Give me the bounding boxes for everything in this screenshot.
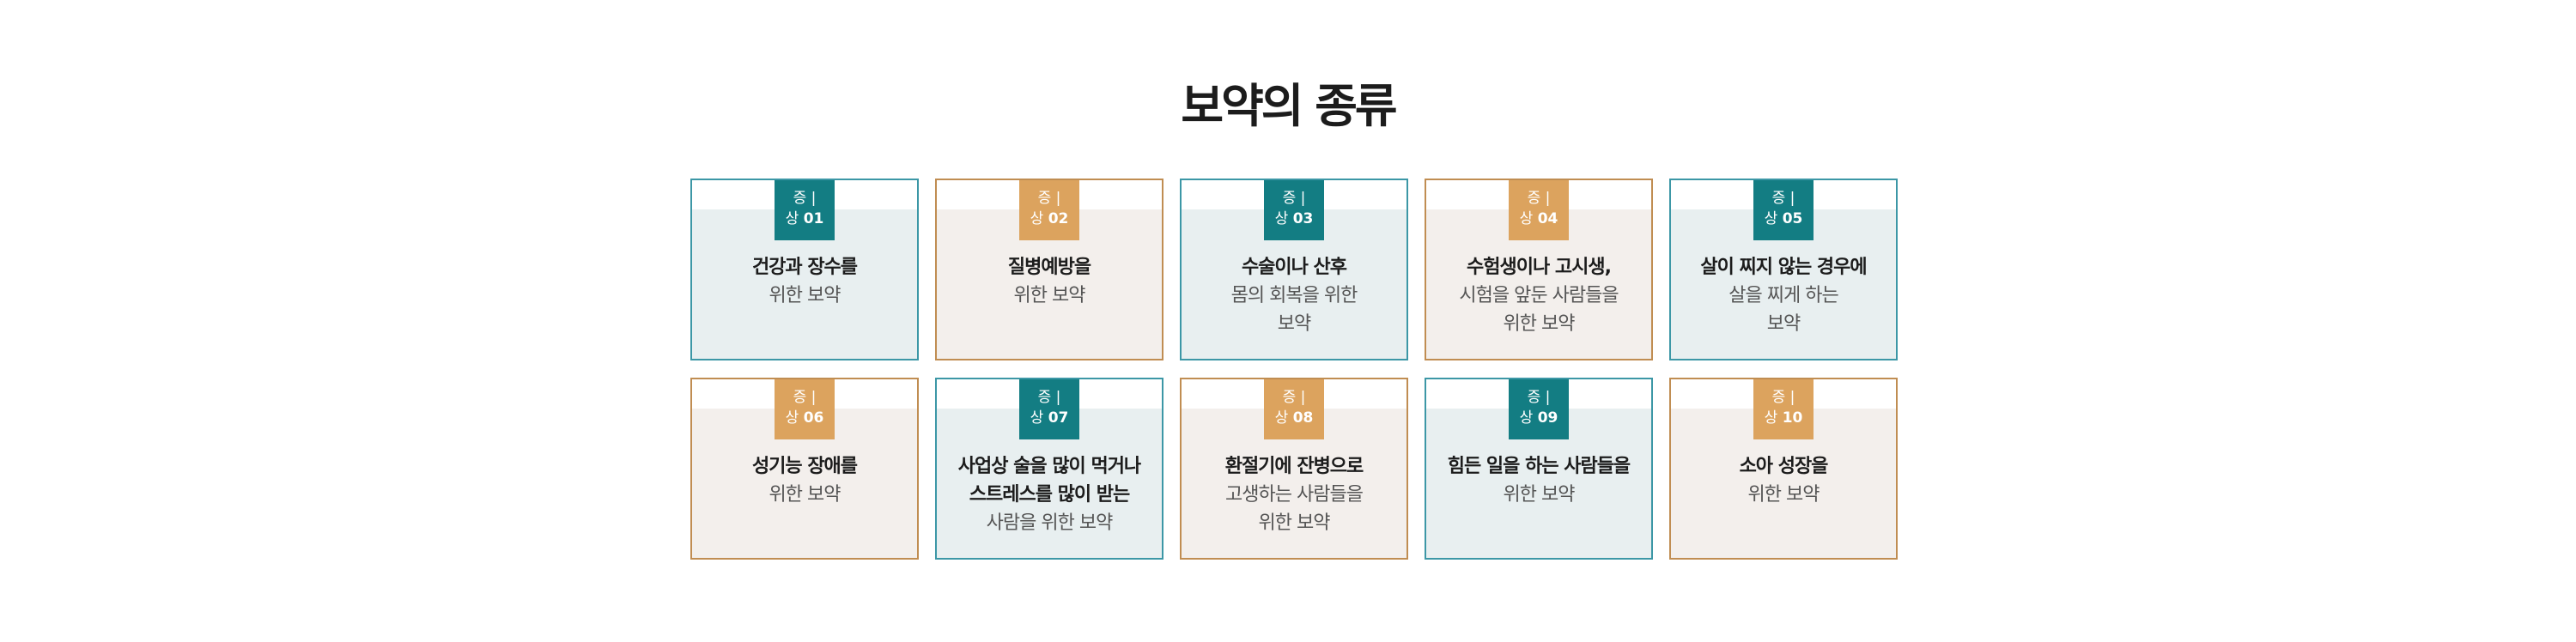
symptom-desc: 위한 보약 <box>769 285 841 306</box>
symptom-badge: 증 | 상 08 <box>1264 379 1324 439</box>
symptom-badge: 증 | 상 10 <box>1753 379 1814 439</box>
symptom-title: 스트레스를 많이 받는 <box>969 484 1130 506</box>
symptom-text: 살이 찌지 않는 경우에 살을 찌게 하는 보약 <box>1671 253 1896 338</box>
symptom-title: 건강과 장수를 <box>751 257 858 278</box>
symptom-text: 힘든 일을 하는 사람들을 위한 보약 <box>1426 452 1651 509</box>
symptom-text: 사업상 술을 많이 먹거나 스트레스를 많이 받는 사람을 위한 보약 <box>937 452 1162 537</box>
symptom-title: 환절기에 잔병으로 <box>1224 456 1364 477</box>
symptom-title: 수술이나 산후 <box>1241 257 1347 278</box>
symptom-title: 힘든 일을 하는 사람들을 <box>1447 456 1631 477</box>
symptom-number: 01 <box>803 210 824 227</box>
symptom-desc: 시험을 앞둔 사람들을 <box>1459 285 1619 306</box>
symptom-text: 수술이나 산후 몸의 회복을 위한 보약 <box>1182 253 1406 338</box>
symptom-badge: 증 | 상 09 <box>1509 379 1569 439</box>
symptom-card-02[interactable]: 증 | 상 02 질병예방을 위한 보약 <box>935 179 1163 360</box>
symptom-badge: 증 | 상 05 <box>1753 180 1814 240</box>
symptom-badge: 증 | 상 03 <box>1264 180 1324 240</box>
symptom-card-07[interactable]: 증 | 상 07 사업상 술을 많이 먹거나 스트레스를 많이 받는 사람을 위… <box>935 378 1163 560</box>
symptom-badge: 증 | 상 04 <box>1509 180 1569 240</box>
symptom-badge: 증 | 상 06 <box>775 379 835 439</box>
symptom-badge: 증 | 상 01 <box>775 180 835 240</box>
symptom-text: 질병예방을 위한 보약 <box>937 253 1162 310</box>
symptom-card-01[interactable]: 증 | 상 01 건강과 장수를 위한 보약 <box>690 179 919 360</box>
symptom-card-09[interactable]: 증 | 상 09 힘든 일을 하는 사람들을 위한 보약 <box>1425 378 1653 560</box>
symptom-number: 03 <box>1292 210 1314 227</box>
symptom-number: 10 <box>1782 409 1803 427</box>
symptom-number: 08 <box>1292 409 1314 427</box>
symptom-number: 05 <box>1782 210 1803 227</box>
symptom-number: 07 <box>1048 409 1069 427</box>
symptom-number: 02 <box>1048 210 1069 227</box>
symptom-text: 환절기에 잔병으로 고생하는 사람들을 위한 보약 <box>1182 452 1406 537</box>
symptom-title: 사업상 술을 많이 먹거나 <box>957 456 1141 477</box>
symptom-title: 성기능 장애를 <box>751 456 858 477</box>
symptom-desc: 사람을 위한 보약 <box>986 512 1114 534</box>
symptom-card-06[interactable]: 증 | 상 06 성기능 장애를 위한 보약 <box>690 378 919 560</box>
symptom-desc: 살을 찌게 하는 <box>1728 285 1838 306</box>
symptom-title: 소아 성장을 <box>1739 456 1829 477</box>
symptom-badge: 증 | 상 02 <box>1019 180 1079 240</box>
symptom-badge: 증 | 상 07 <box>1019 379 1079 439</box>
symptom-card-08[interactable]: 증 | 상 08 환절기에 잔병으로 고생하는 사람들을 위한 보약 <box>1180 378 1408 560</box>
symptom-number: 09 <box>1537 409 1558 427</box>
symptom-desc: 보약 <box>1277 313 1311 335</box>
symptom-title: 살이 찌지 않는 경우에 <box>1700 257 1867 278</box>
symptom-card-03[interactable]: 증 | 상 03 수술이나 산후 몸의 회복을 위한 보약 <box>1180 179 1408 360</box>
symptom-card-05[interactable]: 증 | 상 05 살이 찌지 않는 경우에 살을 찌게 하는 보약 <box>1669 179 1898 360</box>
symptom-number: 04 <box>1537 210 1558 227</box>
symptom-desc: 위한 보약 <box>1747 484 1820 506</box>
symptom-text: 수험생이나 고시생, 시험을 앞둔 사람들을 위한 보약 <box>1426 253 1651 338</box>
symptom-title: 수험생이나 고시생, <box>1467 257 1612 278</box>
symptom-desc: 위한 보약 <box>1258 512 1331 534</box>
symptom-card-04[interactable]: 증 | 상 04 수험생이나 고시생, 시험을 앞둔 사람들을 위한 보약 <box>1425 179 1653 360</box>
symptom-card-10[interactable]: 증 | 상 10 소아 성장을 위한 보약 <box>1669 378 1898 560</box>
symptom-card-grid: 증 | 상 01 건강과 장수를 위한 보약 증 | 상 02 질병예방을 위한… <box>690 179 1898 560</box>
symptom-desc: 위한 보약 <box>769 484 841 506</box>
symptom-desc: 위한 보약 <box>1503 484 1576 506</box>
symptom-desc: 보약 <box>1766 313 1801 335</box>
symptom-desc: 몸의 회복을 위한 <box>1230 285 1358 306</box>
symptom-desc: 위한 보약 <box>1503 313 1576 335</box>
symptom-desc: 고생하는 사람들을 <box>1225 484 1364 506</box>
symptom-desc: 위한 보약 <box>1013 285 1086 306</box>
symptom-title: 질병예방을 <box>1007 257 1091 278</box>
symptom-number: 06 <box>803 409 824 427</box>
symptom-text: 성기능 장애를 위한 보약 <box>692 452 917 509</box>
symptom-text: 건강과 장수를 위한 보약 <box>692 253 917 310</box>
symptom-text: 소아 성장을 위한 보약 <box>1671 452 1896 509</box>
section-title: 보약의 종류 <box>1181 79 1397 133</box>
